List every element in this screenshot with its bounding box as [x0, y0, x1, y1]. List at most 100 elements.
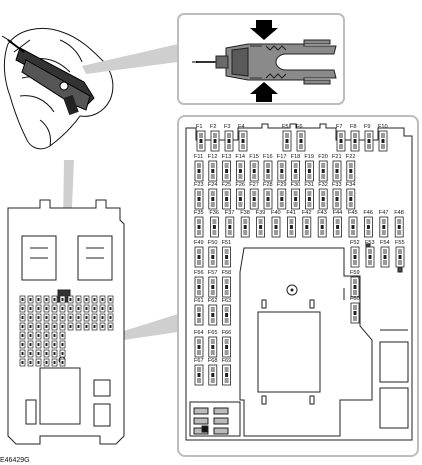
fuse-f31[interactable]: F31 — [304, 182, 314, 210]
fuse-f68[interactable]: F68 — [208, 358, 218, 386]
mini-fuse-core — [101, 307, 104, 310]
fuse-f32[interactable]: F32 — [318, 182, 328, 210]
fuse-f35[interactable]: F35 — [194, 210, 204, 238]
fuse-f16[interactable]: F16 — [263, 154, 273, 182]
fuse-f51[interactable]: F51 — [222, 240, 232, 268]
mini-fuse-core — [29, 325, 32, 328]
mini-fuse-core — [45, 316, 48, 319]
fuse-f11[interactable]: F11 — [194, 154, 204, 182]
fuse-f69[interactable]: F69 — [222, 358, 232, 386]
fuse-f29[interactable]: F29 — [277, 182, 287, 210]
fuse-f50[interactable]: F50 — [208, 240, 218, 268]
fuse-f22[interactable]: F22 — [346, 154, 356, 182]
mini-fuse-core — [61, 298, 64, 301]
fuse-f56[interactable]: F56 — [194, 270, 204, 298]
fuse-f40[interactable]: F40 — [271, 210, 281, 238]
fuse-f28[interactable]: F28 — [263, 182, 273, 210]
fuse-f27[interactable]: F27 — [249, 182, 259, 210]
fuse-label: F7 — [336, 124, 343, 130]
relay-module — [257, 311, 321, 393]
fuse-f12[interactable]: F12 — [208, 154, 218, 182]
fuse-label: F13 — [222, 154, 232, 160]
fuse-label: F43 — [317, 210, 327, 216]
fuse-f58[interactable]: F58 — [222, 270, 232, 298]
fuse-label: F21 — [332, 154, 342, 160]
fuse-label: F16 — [263, 154, 273, 160]
fuse-f43[interactable]: F43 — [317, 210, 327, 238]
fuse-f33[interactable]: F33 — [332, 182, 342, 210]
fuse-f65[interactable]: F65 — [208, 330, 218, 358]
fuse-puller-tool-in-hand — [1, 35, 95, 116]
fuse-label: F48 — [394, 210, 404, 216]
mini-fuse-core — [45, 298, 48, 301]
fuse-f47[interactable]: F47 — [379, 210, 389, 238]
fuse-f55[interactable]: F55 — [395, 240, 405, 268]
fuse-f13[interactable]: F13 — [222, 154, 232, 182]
fuse-f9[interactable]: F9 — [364, 124, 374, 152]
fuse-label: F30 — [291, 182, 301, 188]
fuse-f38[interactable]: F38 — [240, 210, 250, 238]
fuse-f25[interactable]: F25 — [222, 182, 232, 210]
fuse-f36[interactable]: F36 — [209, 210, 219, 238]
fuse-f30[interactable]: F30 — [291, 182, 301, 210]
fuse-f34[interactable]: F34 — [346, 182, 356, 210]
fuse-f61[interactable]: F61 — [194, 298, 204, 326]
fuse-f3[interactable]: F3 — [224, 124, 234, 152]
fuse-f64[interactable]: F64 — [194, 330, 204, 358]
fuse-label: F3 — [224, 124, 231, 130]
fuse-f63[interactable]: F63 — [222, 298, 232, 326]
fuse-f19[interactable]: F19 — [304, 154, 314, 182]
fuse-f52[interactable]: F52 — [350, 240, 360, 268]
fuse-f18[interactable]: F18 — [291, 154, 301, 182]
fuse-f48[interactable]: F48 — [394, 210, 404, 238]
mini-fuse-core — [37, 361, 40, 364]
fuse-label: F24 — [208, 182, 218, 188]
fuse-f39[interactable]: F39 — [256, 210, 266, 238]
fuse-f26[interactable]: F26 — [235, 182, 245, 210]
mini-fuse-core — [53, 298, 56, 301]
fuse-f62[interactable]: F62 — [208, 298, 218, 326]
fuse-label: F15 — [249, 154, 259, 160]
fuse-f10[interactable]: F10 — [378, 124, 388, 152]
mini-fuse-core — [69, 316, 72, 319]
fuse-f21[interactable]: F21 — [332, 154, 342, 182]
fuse-label: F22 — [346, 154, 356, 160]
fuse-f59[interactable]: F59 — [350, 270, 360, 298]
fuse-f42[interactable]: F42 — [302, 210, 312, 238]
fuse-f67[interactable]: F67 — [194, 358, 204, 386]
fuse-f37[interactable]: F37 — [225, 210, 235, 238]
fuse-f1[interactable]: F1 — [196, 124, 206, 152]
fuse-f15[interactable]: F15 — [249, 154, 259, 182]
fuse-f46[interactable]: F46 — [363, 210, 373, 238]
fuse-f41[interactable]: F41 — [286, 210, 296, 238]
fuse-label: F23 — [194, 182, 204, 188]
fuse-f6[interactable]: F6 — [296, 124, 306, 152]
fuse-f14[interactable]: F14 — [235, 154, 245, 182]
fuse-f45[interactable]: F45 — [348, 210, 358, 238]
fuse-label: F12 — [208, 154, 218, 160]
fuse-f66[interactable]: F66 — [222, 330, 232, 358]
fuse-f24[interactable]: F24 — [208, 182, 218, 210]
fuse-f5[interactable]: F5 — [282, 124, 292, 152]
fuse-f4[interactable]: F4 — [238, 124, 248, 152]
mini-fuse-core — [69, 325, 72, 328]
fuse-f7[interactable]: F7 — [336, 124, 346, 152]
fuse-f53[interactable]: F53 — [365, 240, 375, 268]
mini-fuse-core — [21, 325, 24, 328]
fuse-f2[interactable]: F2 — [210, 124, 220, 152]
mini-fuse-core — [37, 298, 40, 301]
fuse-f23[interactable]: F23 — [194, 182, 204, 210]
fuse-f8[interactable]: F8 — [350, 124, 360, 152]
fuse-f49[interactable]: F49 — [194, 240, 204, 268]
fuse-label: F44 — [333, 210, 343, 216]
mini-fuse-core — [77, 298, 80, 301]
fuse-f57[interactable]: F57 — [208, 270, 218, 298]
fuse-f17[interactable]: F17 — [277, 154, 287, 182]
fuse-label: F60 — [350, 296, 360, 302]
fuse-f54[interactable]: F54 — [380, 240, 390, 268]
fuse-f44[interactable]: F44 — [333, 210, 343, 238]
fuse-f60[interactable]: F60 — [350, 296, 360, 324]
fuse-label: F50 — [208, 240, 218, 246]
fuse-f20[interactable]: F20 — [318, 154, 328, 182]
